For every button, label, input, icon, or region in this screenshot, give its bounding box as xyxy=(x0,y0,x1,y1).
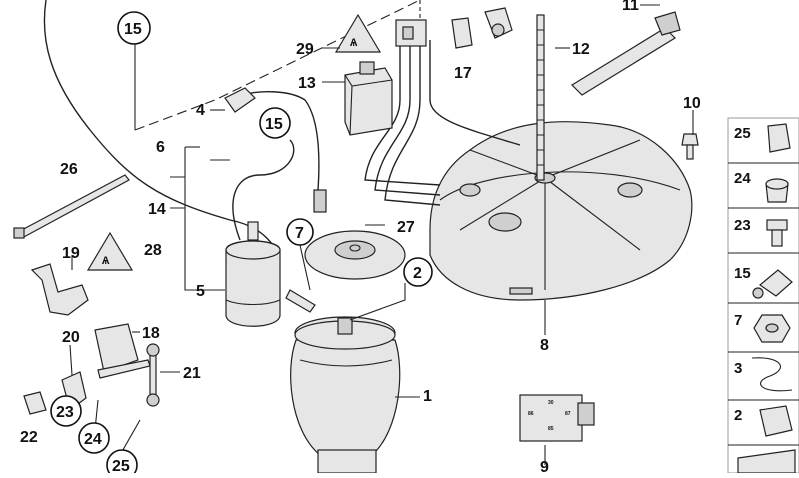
circled-callouts: 15 15 7 2 23 24 25 xyxy=(50,11,433,478)
label-23: 23 xyxy=(56,404,74,421)
label-1: 1 xyxy=(423,388,432,405)
label-29: 29 xyxy=(296,41,314,58)
side-label-24: 24 xyxy=(734,170,751,187)
cable-tie-26 xyxy=(13,174,130,239)
label-7: 7 xyxy=(295,225,304,242)
label-22: 22 xyxy=(20,429,38,446)
label-8: 8 xyxy=(540,337,549,354)
label-21: 21 xyxy=(183,365,201,382)
label-10: 10 xyxy=(683,95,701,112)
level-sensor-assembly xyxy=(23,263,160,415)
side-label-7: 7 xyxy=(734,312,742,329)
side-label-23: 23 xyxy=(734,217,751,234)
pressure-accumulator-5 xyxy=(224,87,327,327)
label-25: 25 xyxy=(112,458,130,473)
cable-tie-11 xyxy=(571,11,681,96)
mounting-plate-27 xyxy=(304,230,406,280)
connector-block xyxy=(395,19,427,47)
svg-text:87: 87 xyxy=(565,411,571,417)
label-6: 6 xyxy=(156,139,165,156)
label-12: 12 xyxy=(572,41,590,58)
side-label-15: 15 xyxy=(734,265,751,282)
label-15-top: 15 xyxy=(124,21,142,38)
label-26: 26 xyxy=(60,161,78,178)
svg-text:Ѧ: Ѧ xyxy=(101,255,110,267)
label-24: 24 xyxy=(84,431,102,448)
label-15-hose: 15 xyxy=(265,116,283,133)
callout-labels: 1 5 6 8 9 10 11 12 13 14 17 18 19 20 21 … xyxy=(20,0,701,476)
dashed-guide-line xyxy=(134,0,421,131)
label-13: 13 xyxy=(298,75,316,92)
bolt-10 xyxy=(681,133,699,160)
svg-text:30: 30 xyxy=(548,400,554,406)
control-unit-13 xyxy=(344,61,393,136)
relay-9: 30 86 87 85 xyxy=(519,394,595,442)
label-5: 5 xyxy=(196,283,205,300)
label-2: 2 xyxy=(413,265,422,282)
side-parts-panel: 25 24 23 15 7 3 2 xyxy=(727,117,799,474)
air-lines xyxy=(364,40,521,206)
label-4: 4 xyxy=(196,102,205,119)
svg-text:86: 86 xyxy=(528,411,534,417)
warning-label-29: Ѧ xyxy=(334,13,382,53)
label-11: 11 xyxy=(622,0,639,14)
label-19: 19 xyxy=(62,245,80,262)
label-14: 14 xyxy=(148,201,166,218)
label-28: 28 xyxy=(144,242,162,259)
leader-lines xyxy=(69,4,694,465)
label-17: 17 xyxy=(454,65,472,82)
label-9: 9 xyxy=(540,459,549,473)
reservoir-housing-8 xyxy=(429,121,693,301)
label-18: 18 xyxy=(142,325,160,342)
side-label-3: 3 xyxy=(734,360,742,377)
svg-text:Ѧ: Ѧ xyxy=(349,37,358,49)
warning-label-28: Ѧ xyxy=(86,231,134,271)
air-spring-1 xyxy=(290,316,401,474)
side-label-25: 25 xyxy=(734,125,751,142)
threaded-rod-12 xyxy=(536,14,545,181)
side-label-2: 2 xyxy=(734,407,742,424)
svg-text:85: 85 xyxy=(548,426,554,432)
label-20: 20 xyxy=(62,329,80,346)
clips-17 xyxy=(451,7,513,49)
label-27: 27 xyxy=(397,219,415,236)
